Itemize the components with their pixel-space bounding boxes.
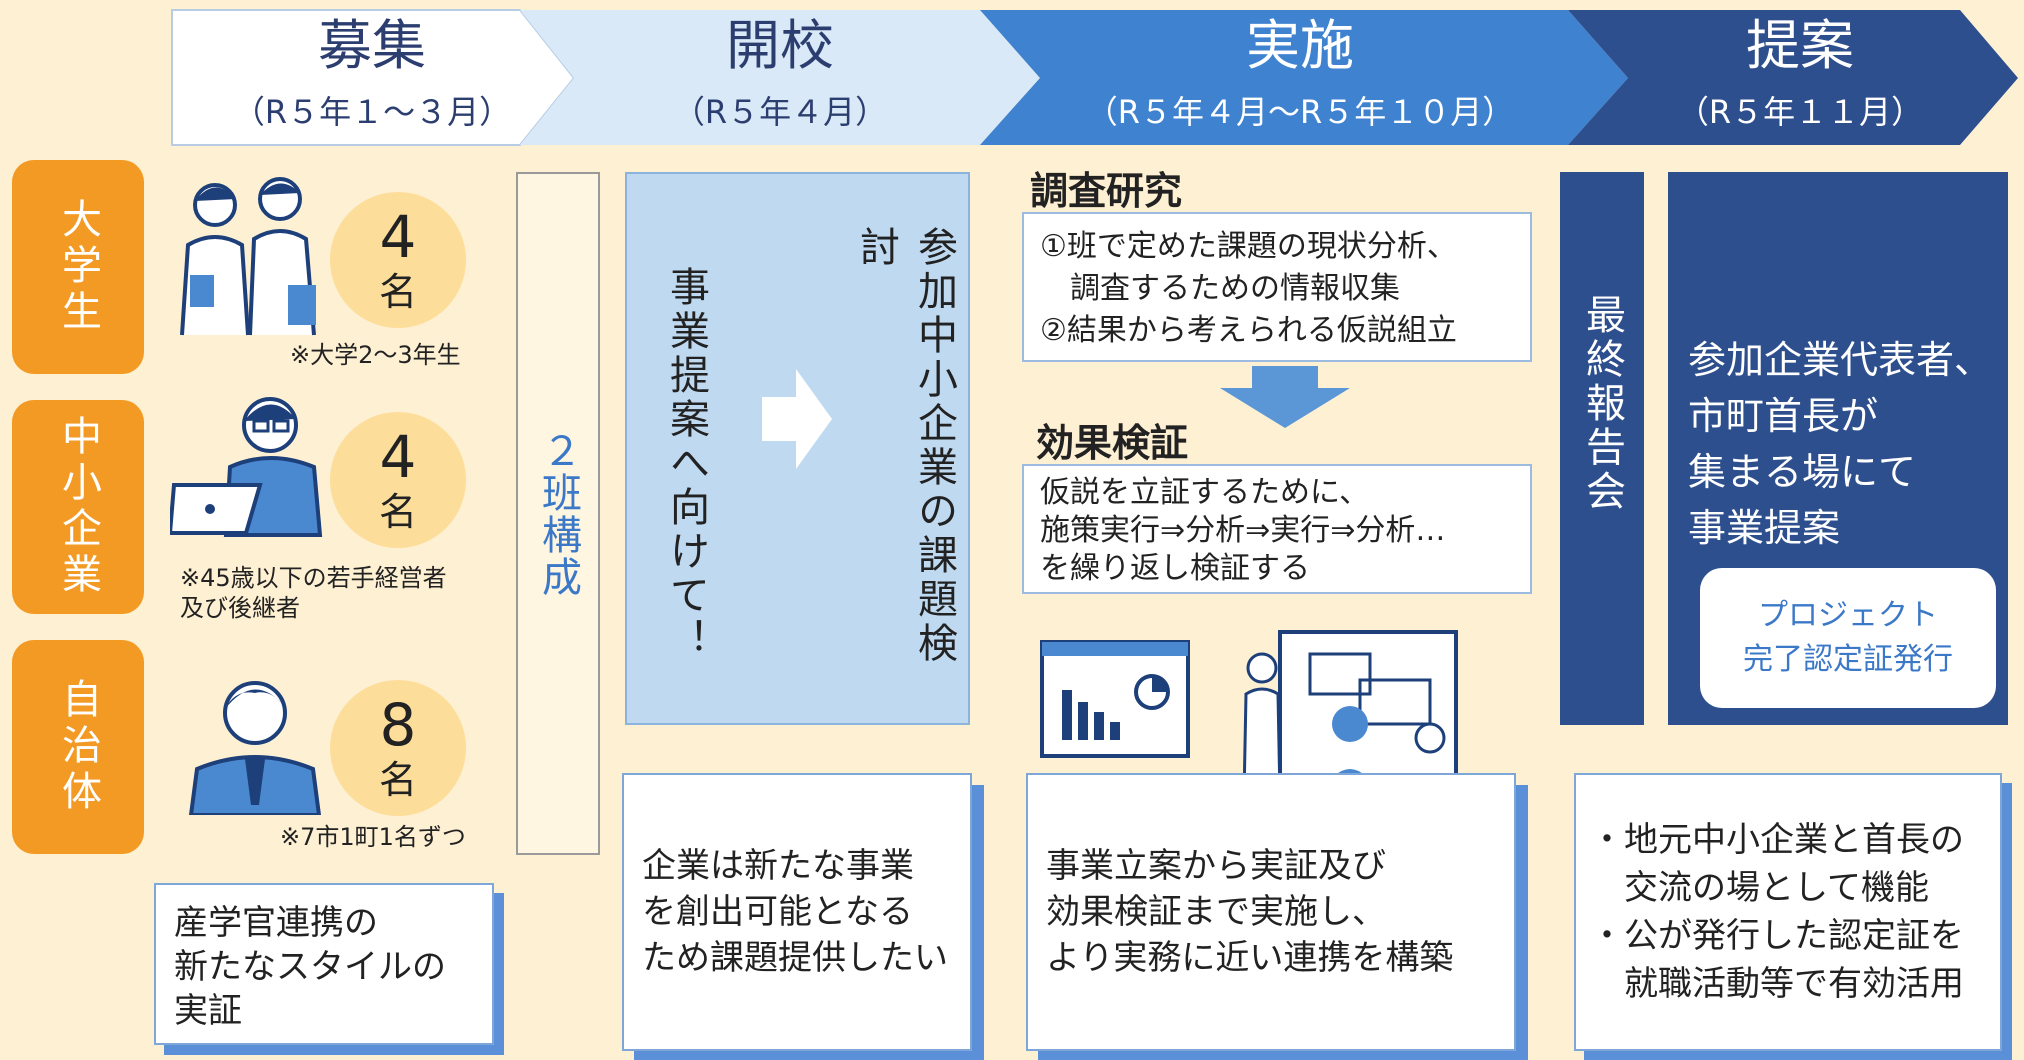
phase-arrow-kaiko <box>520 10 1040 145</box>
phase-arrow-teian <box>1568 10 2018 145</box>
kaiko-issue-text: 参加中小企業の課題検討 <box>853 226 957 666</box>
phase-period: （R５年１～３月） <box>232 93 512 131</box>
phase-jisshi: 実施 （R５年４月～R５年１０月） <box>1030 0 1570 150</box>
phase-title: 提案 <box>1746 14 1854 77</box>
meeting-illustration-icon <box>1242 630 1458 798</box>
final-report-label: 最終報告会 <box>1579 293 1625 514</box>
count-unit: 名 <box>378 758 417 802</box>
count-circle-jichitai: 8 名 <box>330 680 466 816</box>
phase-period: （R５年１１月） <box>1676 93 1924 131</box>
count-circle-daigakusei: 4 名 <box>330 192 466 328</box>
phase-period: （R５年４月～R５年１０月） <box>1085 93 1515 131</box>
effect-body: 仮説を立証するために、 施策実行⇒分析⇒実行⇒分析… を繰り返し検証する <box>1022 464 1532 594</box>
count-circle-chusho-kigyo: 4 名 <box>330 412 466 548</box>
count-number: 4 <box>379 423 417 491</box>
phase-title: 開校 <box>726 14 834 77</box>
research-title: 調査研究 <box>1030 169 1183 213</box>
jisshi-bottom-box: 事業立案から実証及び 効果検証まで実施し、 より実務に近い連携を構築 <box>1026 773 1516 1051</box>
right-arrow-icon <box>762 369 832 469</box>
proposal-panel: 参加企業代表者、 市町首長が 集まる場にて 事業提案 プロジェクト 完了認定証発… <box>1668 172 2008 725</box>
phase-teian: 提案 （R５年１１月） <box>1610 0 1990 150</box>
business-owner-icon <box>170 397 323 537</box>
note-chusho-kigyo: ※45歳以下の若手経営者 及び後継者 <box>180 564 447 622</box>
phase-period: （R５年４月） <box>672 93 888 131</box>
count-unit: 名 <box>378 270 417 314</box>
teams-label: ２班構成 <box>535 429 581 598</box>
phase-title: 実施 <box>1246 14 1354 77</box>
down-arrow-icon <box>1220 366 1350 428</box>
proposal-text: 参加企業代表者、 市町首長が 集まる場にて 事業提案 <box>1688 338 1993 550</box>
sangaku-box: 産学官連携の 新たなスタイルの 実証 <box>154 883 494 1045</box>
count-unit: 名 <box>378 490 417 534</box>
phase-kaiko: 開校 （R５年４月） <box>560 0 1000 150</box>
kaiko-proposal-text: 事業提案へ向けて！ <box>663 266 709 662</box>
teams-box: ２班構成 <box>516 172 600 855</box>
phase-boshu: 募集 （R５年１～３月） <box>172 0 572 150</box>
students-icon <box>180 177 316 336</box>
final-report-box: 最終報告会 <box>1560 172 1644 725</box>
phase-arrows <box>171 9 2018 146</box>
count-number: 8 <box>379 691 417 759</box>
note-daigakusei: ※大学2～3年生 <box>290 341 461 369</box>
kaiko-bottom-box: 企業は新たな事業 を創出可能となる ため課題提供したい <box>622 773 972 1051</box>
phase-title: 募集 <box>318 14 426 77</box>
chart-board-icon <box>1040 640 1190 758</box>
phase-arrow-jisshi <box>980 10 1628 145</box>
category-daigakusei: 大学生 <box>12 160 144 374</box>
kaiko-panel: 参加中小企業の課題検討 事業提案へ向けて！ <box>625 172 970 725</box>
teian-bottom-box: ・地元中小企業と首長の 交流の場として機能 ・公が発行した認定証を 就職活動等で… <box>1574 773 2002 1051</box>
note-jichitai: ※7市1町1名ずつ <box>280 823 466 851</box>
official-icon <box>188 681 322 815</box>
effect-title: 効果検証 <box>1036 421 1189 465</box>
category-jichitai: 自治体 <box>12 640 144 854</box>
count-number: 4 <box>379 203 417 271</box>
research-body: ①班で定めた課題の現状分析、 調査するための情報収集 ②結果から考えられる仮説組… <box>1022 212 1532 362</box>
category-chusho-kigyo: 中小企業 <box>12 400 144 614</box>
certificate-badge: プロジェクト 完了認定証発行 <box>1700 568 1996 708</box>
